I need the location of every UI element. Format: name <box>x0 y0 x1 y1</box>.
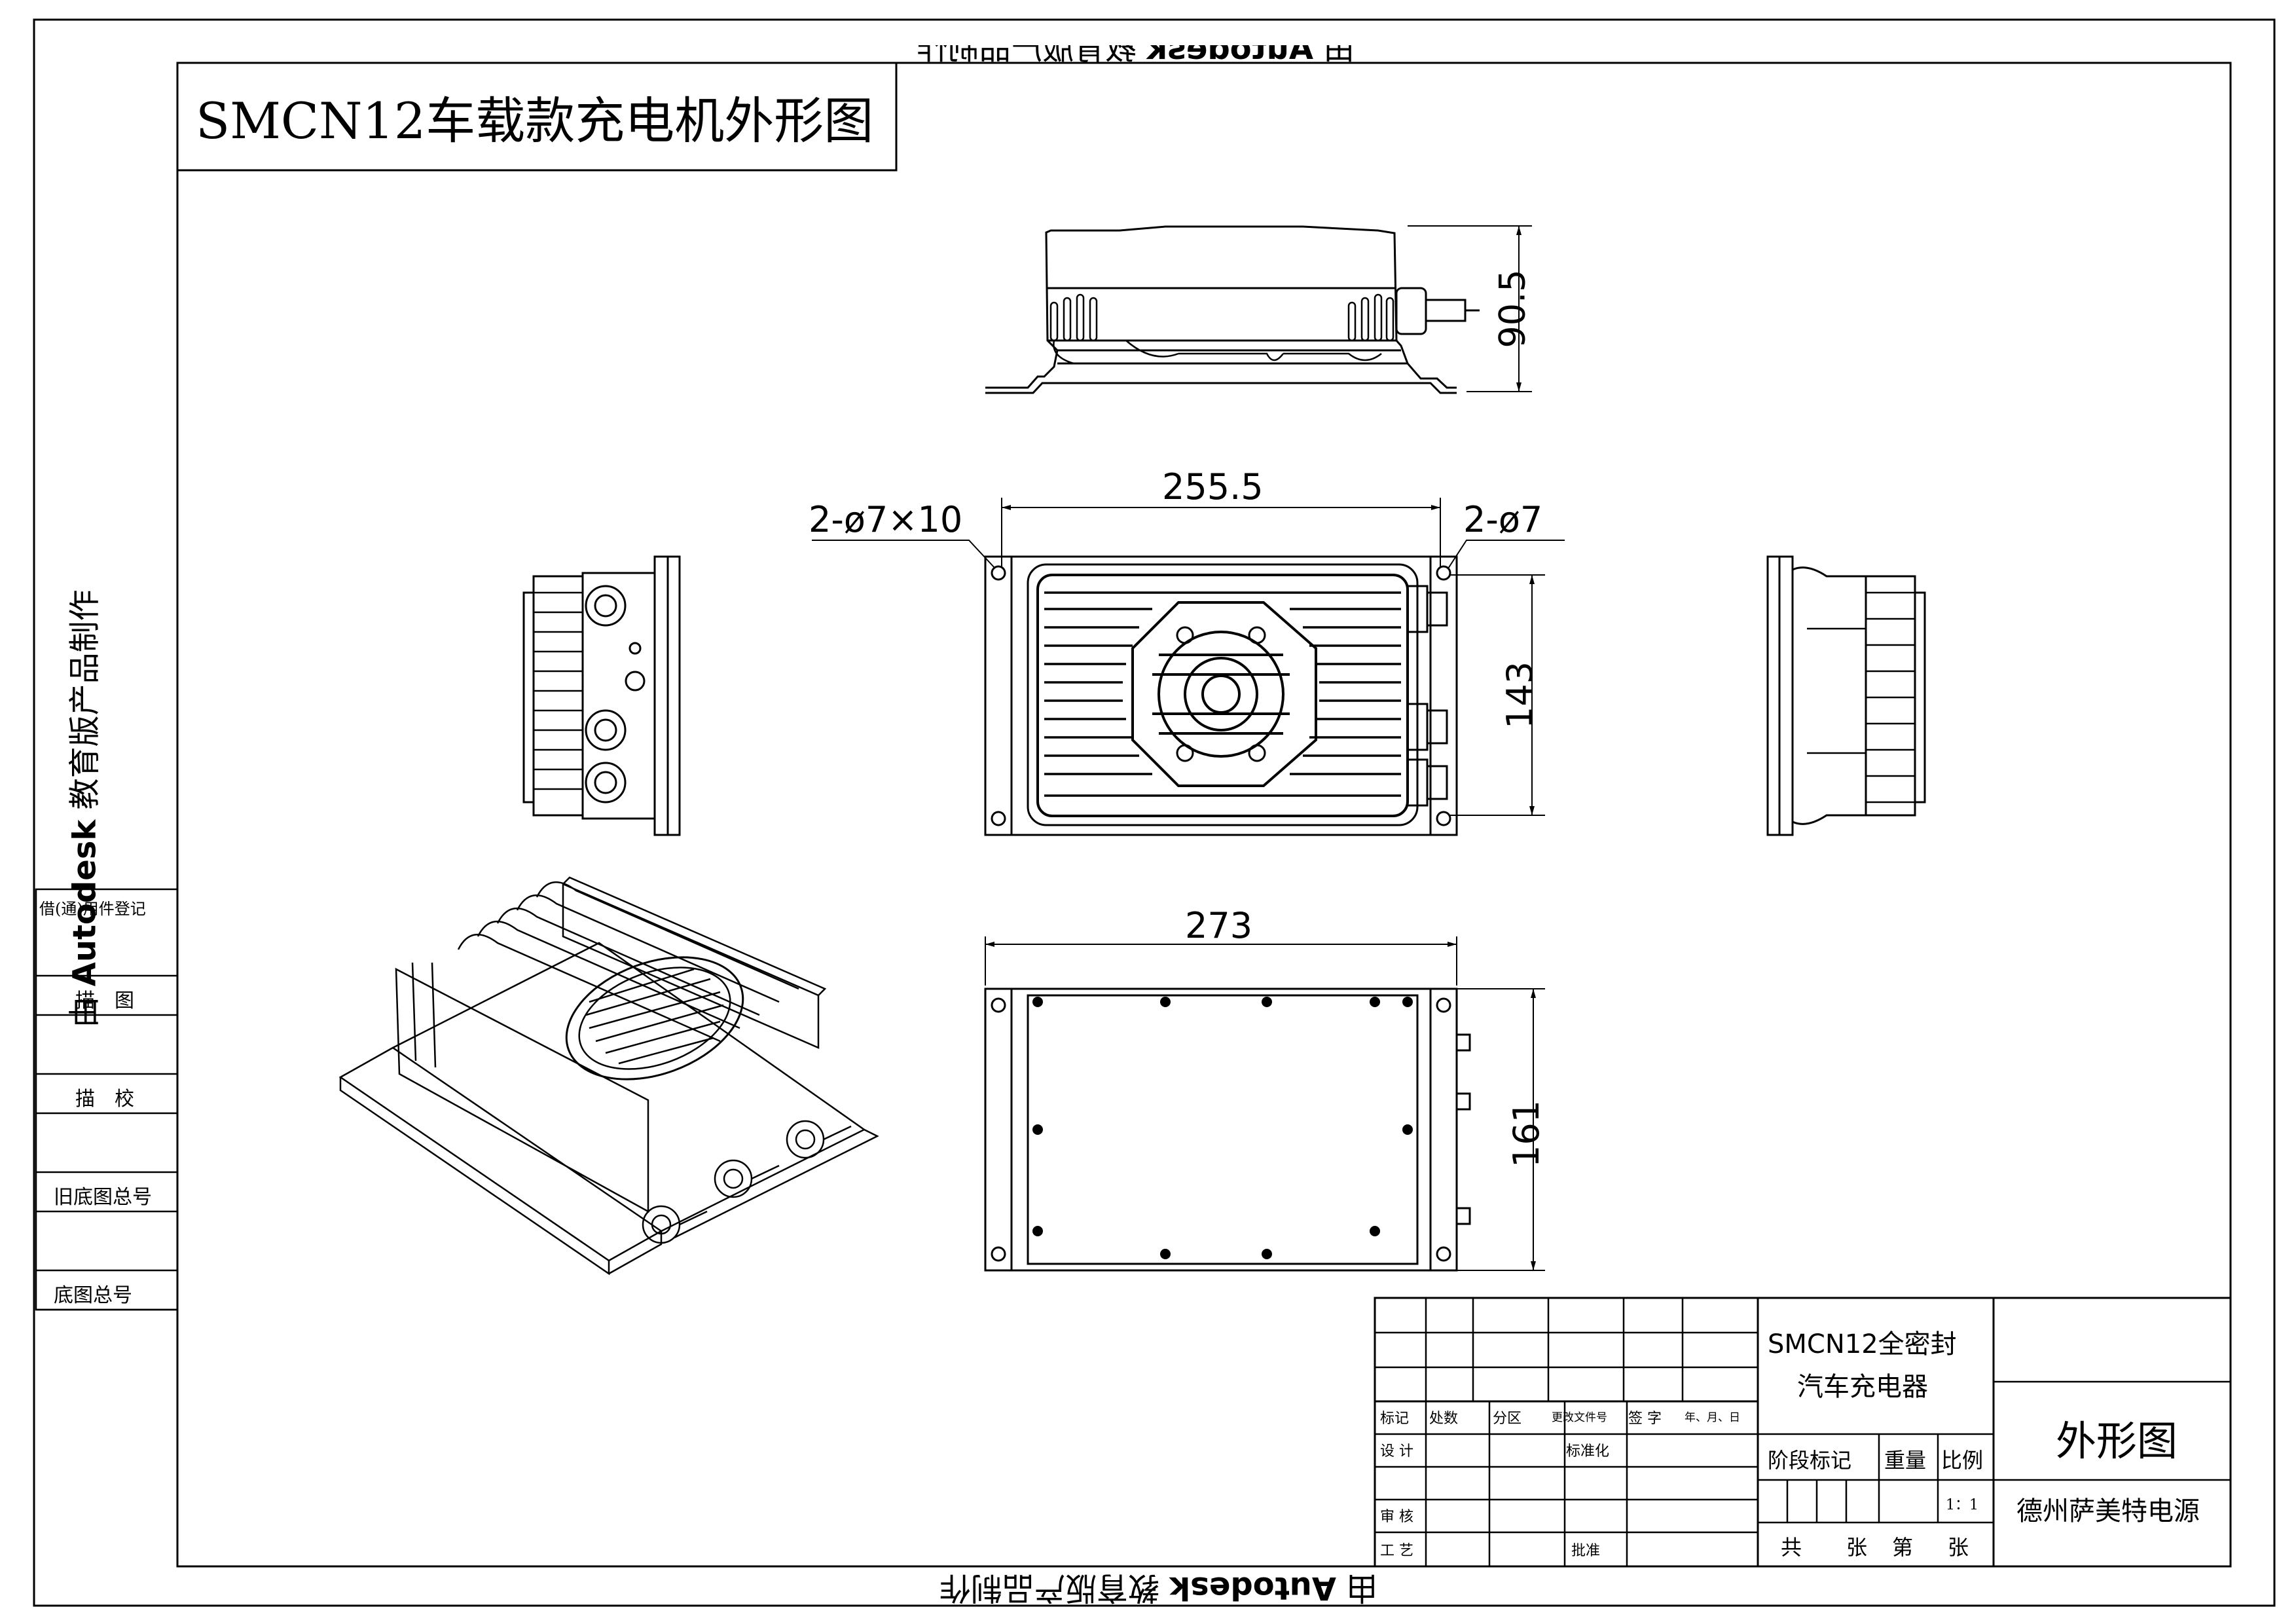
dim-round-holes: 2-ø7 <box>1463 499 1543 540</box>
left-end-view-drawing <box>522 555 681 836</box>
tb-header-count: 处数 <box>1429 1411 1459 1427</box>
dim-bottom-height: 161 <box>1506 1099 1548 1168</box>
tb-design: 设 计 <box>1380 1443 1413 1460</box>
side-table-row2: 描 图 <box>75 989 134 1012</box>
dim-bottom-length: 273 <box>1185 905 1253 946</box>
tb-header-sign: 签 字 <box>1628 1411 1662 1427</box>
tb-drawing-name: 外形图 <box>2056 1417 2178 1465</box>
tb-weight: 重量 <box>1884 1448 1927 1473</box>
drawing-title-text: SMCN12车载款充电机外形图 <box>196 92 874 150</box>
inner-border <box>176 62 2232 1568</box>
tb-header-zone: 分区 <box>1493 1411 1522 1427</box>
watermark-left: 由 Autodesk 教育版产品制作 <box>66 589 103 1028</box>
watermark-bottom: 由 Autodesk 教育版产品制作 <box>939 1570 1378 1606</box>
tb-stage-mark: 阶段标记 <box>1768 1448 1852 1473</box>
side-table-row3: 描 校 <box>75 1088 134 1111</box>
outer-border <box>33 18 2276 1607</box>
tb-sheets-total: 共 <box>1781 1535 1802 1560</box>
tb-header-doc: 更改文件号 <box>1552 1411 1607 1424</box>
tb-product-line2: 汽车充电器 <box>1797 1372 1928 1402</box>
tb-header-mark: 标记 <box>1380 1411 1410 1427</box>
tb-review: 审 核 <box>1380 1509 1413 1525</box>
tb-product-line1: SMCN12全密封 <box>1768 1329 1957 1359</box>
drawing-title: SMCN12车载款充电机外形图 <box>177 63 896 170</box>
tb-scale-label: 比例 <box>1941 1448 1984 1473</box>
side-table-row1: 借(通)用件登记 <box>39 900 146 918</box>
side-table-lines <box>35 888 179 1311</box>
title-box-frame <box>176 62 898 172</box>
tb-process: 工 艺 <box>1380 1543 1413 1559</box>
top-view-drawing <box>812 498 1565 836</box>
tb-sheet-no: 第 <box>1892 1535 1914 1560</box>
dim-top-height: 143 <box>1499 661 1541 729</box>
isometric-view-drawing <box>338 876 879 1276</box>
tb-sheets-unit: 张 <box>1846 1535 1868 1560</box>
tb-sheet-unit2: 张 <box>1948 1535 1969 1560</box>
dim-side-height: 90.5 <box>1491 269 1533 348</box>
tb-standardize: 标准化 <box>1566 1443 1610 1460</box>
side-view-drawing <box>985 225 1532 394</box>
tb-scale-value: 1：1 <box>1946 1497 1978 1513</box>
side-table-row5: 底图总号 <box>54 1284 132 1307</box>
tb-approve: 批准 <box>1571 1543 1601 1559</box>
side-table-row4: 旧底图总号 <box>54 1186 152 1209</box>
title-block-lines <box>1374 1297 2232 1568</box>
right-end-view-drawing <box>1766 555 1926 836</box>
tb-header-date: 年、月、日 <box>1685 1411 1740 1424</box>
dim-slot-holes: 2-ø7×10 <box>809 499 963 540</box>
bottom-view-drawing <box>984 936 1545 1272</box>
tb-company: 德州萨美特电源 <box>2016 1496 2200 1526</box>
dim-top-length: 255.5 <box>1162 466 1264 507</box>
